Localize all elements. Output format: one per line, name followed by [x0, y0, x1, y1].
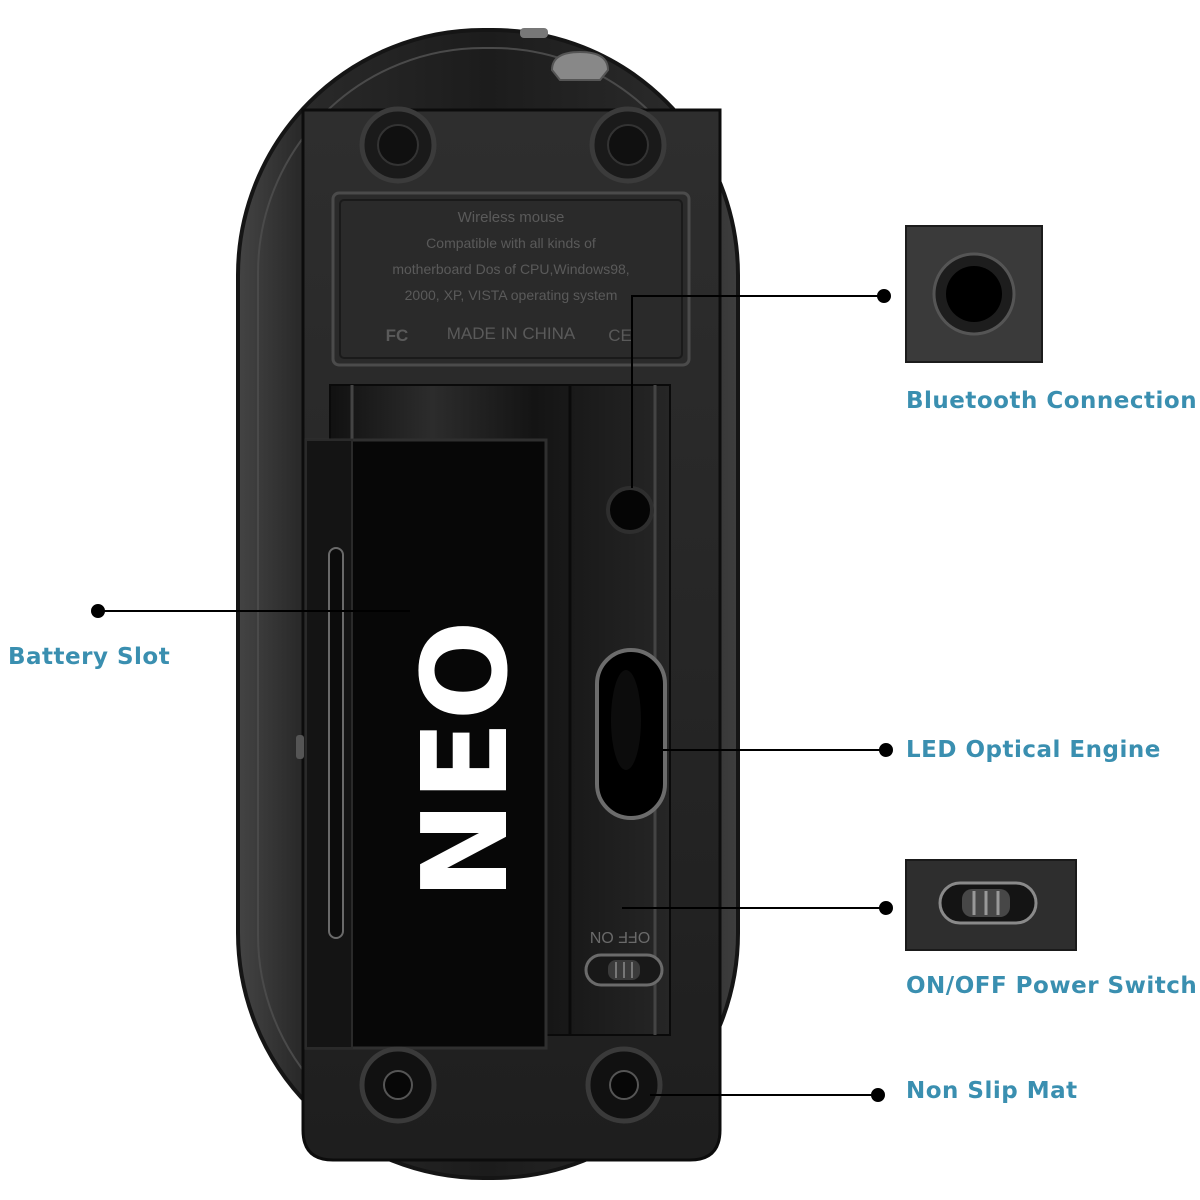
spec-line-4: 2000, XP, VISTA operating system [405, 287, 618, 303]
callout-battery-slot: Battery Slot [8, 644, 171, 670]
callout-bluetooth-connection: Bluetooth Connection [906, 388, 1198, 414]
switch-marking: OFF ON [590, 928, 650, 945]
made-in-china: MADE IN CHINA [447, 324, 576, 343]
screw-hole-bottom-left [359, 1046, 437, 1124]
bluetooth-thumbnail [905, 225, 1043, 363]
screw-hole-top-right [589, 106, 667, 184]
screw-hole-top-left [359, 106, 437, 184]
spec-line-3: motherboard Dos of CPU,Windows98, [392, 261, 629, 277]
leader-bluetooth [631, 289, 891, 488]
fc-mark: FC [386, 326, 409, 345]
battery-cover [304, 438, 548, 1050]
neo-logo: NEO [396, 620, 534, 900]
power-switch: OFF ON [584, 928, 664, 987]
leader-led [650, 743, 893, 757]
callout-power-switch: ON/OFF Power Switch [906, 973, 1198, 999]
spec-label: Wireless mouse Compatible with all kinds… [331, 191, 691, 367]
callout-led-optical-engine: LED Optical Engine [906, 737, 1161, 763]
callout-non-slip-mat: Non Slip Mat [906, 1078, 1078, 1104]
leader-power [622, 901, 893, 915]
spec-line-2: Compatible with all kinds of [426, 235, 596, 251]
leader-lines [91, 289, 893, 1102]
neo-logo-text: NEO [396, 620, 534, 900]
screw-hole-bottom-right [585, 1046, 663, 1124]
side-accent [296, 735, 304, 759]
spec-line-1: Wireless mouse [458, 209, 565, 226]
leader-battery [91, 604, 410, 618]
power-switch-thumbnail [905, 859, 1077, 951]
bluetooth-button-hole [606, 486, 654, 534]
leader-mat [650, 1088, 885, 1102]
ce-mark: CE [608, 326, 632, 345]
optical-sensor-window [595, 648, 667, 820]
